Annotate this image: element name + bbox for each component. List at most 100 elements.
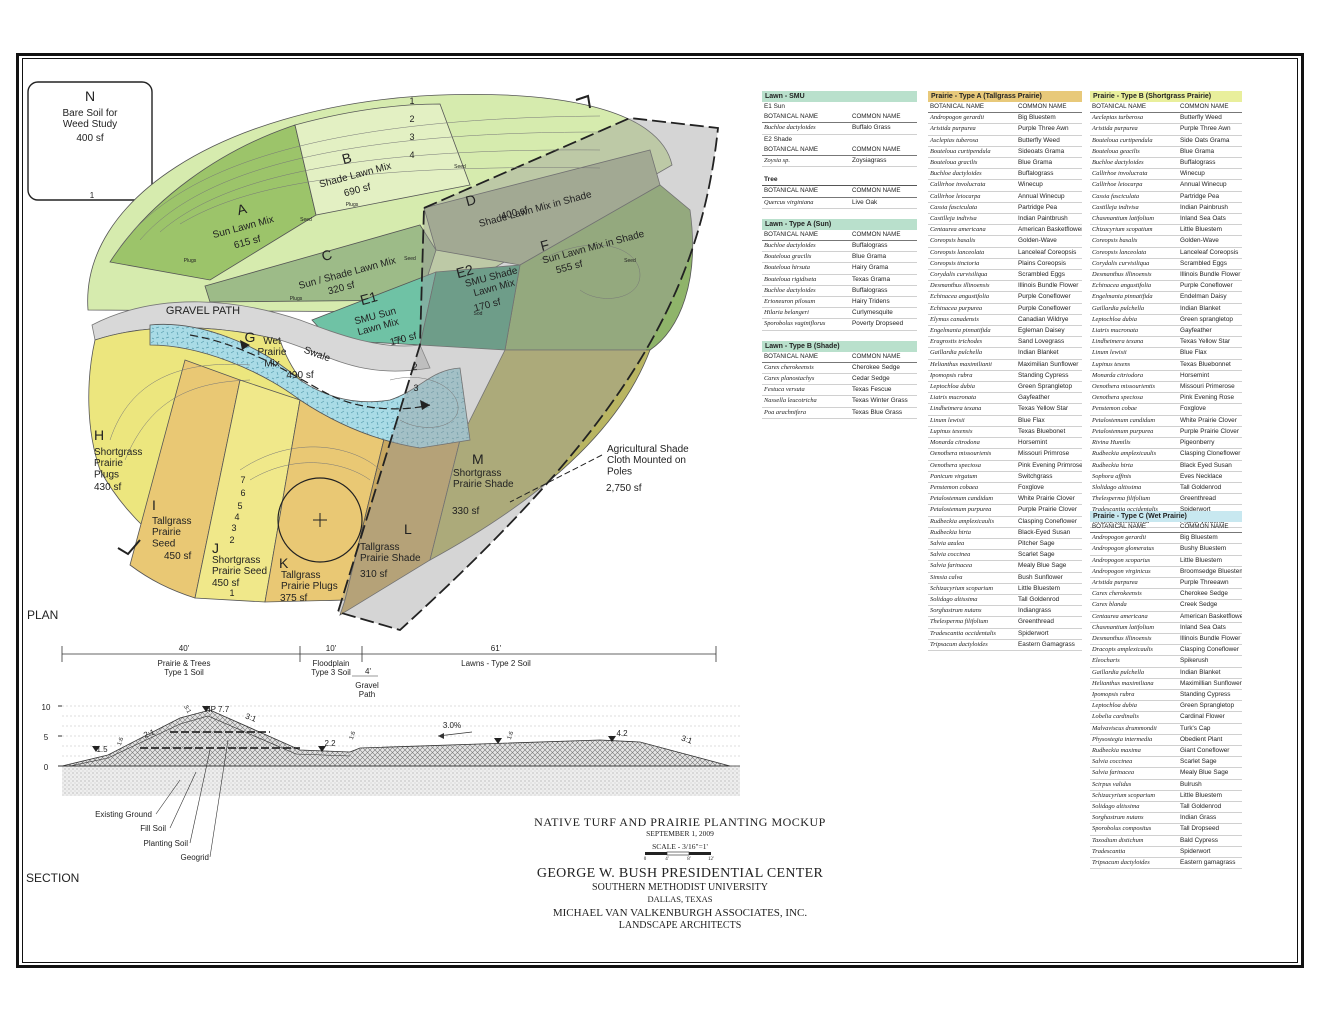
common-name: Buffalograss [1180, 159, 1216, 167]
common-name: Partridge Pea [1018, 203, 1058, 211]
row-number: 5 [237, 501, 242, 511]
common-name: Texas Bluebonnet [1180, 360, 1231, 368]
zone-g-area-text: 490 sf [286, 370, 313, 381]
row-number: 3 [409, 132, 414, 142]
botanical-name: Oenothera speciosa [1092, 394, 1143, 402]
common-name: Foxglove [1180, 405, 1206, 413]
common-name: Indian Grass [1180, 814, 1217, 822]
botanical-name: Oenothera speciosa [930, 461, 981, 469]
common-name: Greenthread [1180, 495, 1216, 503]
common-name: Spiderwort [1180, 506, 1211, 514]
common-name: Pink Evening Primrose [1018, 461, 1082, 469]
botanical-name: Coreopsis lanceolata [1092, 248, 1147, 256]
common-name: Texas Winter Grass [852, 397, 908, 405]
common-name: Black Eyed Susan [1180, 461, 1232, 469]
botanical-name: Panicum virgatum [930, 472, 978, 480]
swale-arrowhead [420, 400, 430, 410]
botanical-name: Coreopsis basalis [1092, 237, 1138, 245]
common-name: Winecup [1180, 170, 1205, 178]
common-name: Maximilian Sunflower [1018, 360, 1079, 368]
common-name: Purple Coneflower [1180, 282, 1233, 290]
botanical-name: Simsia calva [930, 573, 963, 581]
slope-3-1: 3:1 [244, 712, 258, 724]
slope-3-1-small: 3:1 [182, 704, 192, 715]
common-name: Texas Yellow Star [1018, 405, 1069, 413]
slope-1-6: 1:6 [507, 730, 516, 741]
y-tick-0: 0 [44, 763, 49, 772]
common-name: Pink Evening Rose [1180, 394, 1234, 402]
common-name: Horsemint [1180, 371, 1210, 379]
spot-slope-pct: 3.0% [443, 721, 461, 730]
common-name: Plains Coreopsis [1018, 259, 1066, 267]
botanical-name: Echinacea purpurea [930, 304, 983, 312]
botanical-name: Callirhoe involucrata [930, 181, 986, 189]
botanical-name: Scirpus validus [1092, 780, 1132, 788]
scale-tick: 4' [665, 857, 669, 862]
botanical-name: Rudbeckia amplexicaulis [1092, 450, 1157, 458]
botanical-name: Leptochloa dubia [1092, 702, 1137, 710]
zone-c-letter: C [320, 246, 334, 264]
common-name: Big Bluestem [1018, 114, 1056, 122]
zone-f-area [504, 184, 693, 351]
common-name: Egleman Daisey [1018, 327, 1065, 335]
table-prairie-a: Prairie - Type A (Tallgrass Prairie) BOT… [928, 91, 1082, 651]
table-prairie-c-title: Prairie - Type C (Wet Prairie) [1090, 511, 1242, 522]
botanical-name: Bouteloua hirsuta [764, 264, 810, 272]
plan-label: PLAN [27, 608, 58, 622]
common-name: Butterfly Weed [1018, 136, 1060, 144]
botanical-name: Dracopis amplexicaulis [1092, 646, 1153, 654]
common-name: Indian Painbrush [1180, 203, 1228, 211]
common-name: American Basketflower [1018, 226, 1082, 234]
common-name: Foxglove [1018, 483, 1044, 491]
botanical-name: Helianthus maximilianii [930, 360, 992, 368]
botanical-name: Salvia coccinea [1092, 758, 1133, 766]
legend-existing-ground: Existing Ground [95, 810, 152, 819]
common-name: Illinois Bundle Flower [1180, 635, 1241, 643]
sod-label: Sod [474, 311, 483, 317]
botanical-name: Lindheimera texana [930, 405, 982, 413]
common-name: Green sprangletop [1180, 315, 1233, 323]
table-prairie-c: Prairie - Type C (Wet Prairie) BOTANICAL… [1090, 511, 1242, 870]
botanical-name: Andropogon virginicus [1092, 567, 1151, 575]
common-name: Poverty Dropseed [852, 320, 904, 328]
zone-j-area-text: 450 sf [212, 578, 239, 589]
zone-g-letter: G [245, 329, 256, 345]
swale-arrow [189, 334, 431, 410]
common-name: Indian Paintbrush [1018, 215, 1068, 223]
row-number: 2 [409, 114, 414, 124]
zone-d-letter: D [464, 191, 478, 209]
botanical-name: Bouteloua curtipendula [1092, 136, 1153, 144]
common-name: Texas Blue Grass [852, 408, 903, 416]
zone-k-area-text: 375 sf [280, 593, 307, 604]
botanical-name: Bouteloua rigidiseta [764, 275, 817, 283]
seed-label: Seed [404, 256, 416, 262]
botanical-name: Rudbeckia hirta [930, 528, 971, 536]
botanical-name: Oenothera missourientis [1092, 383, 1156, 391]
